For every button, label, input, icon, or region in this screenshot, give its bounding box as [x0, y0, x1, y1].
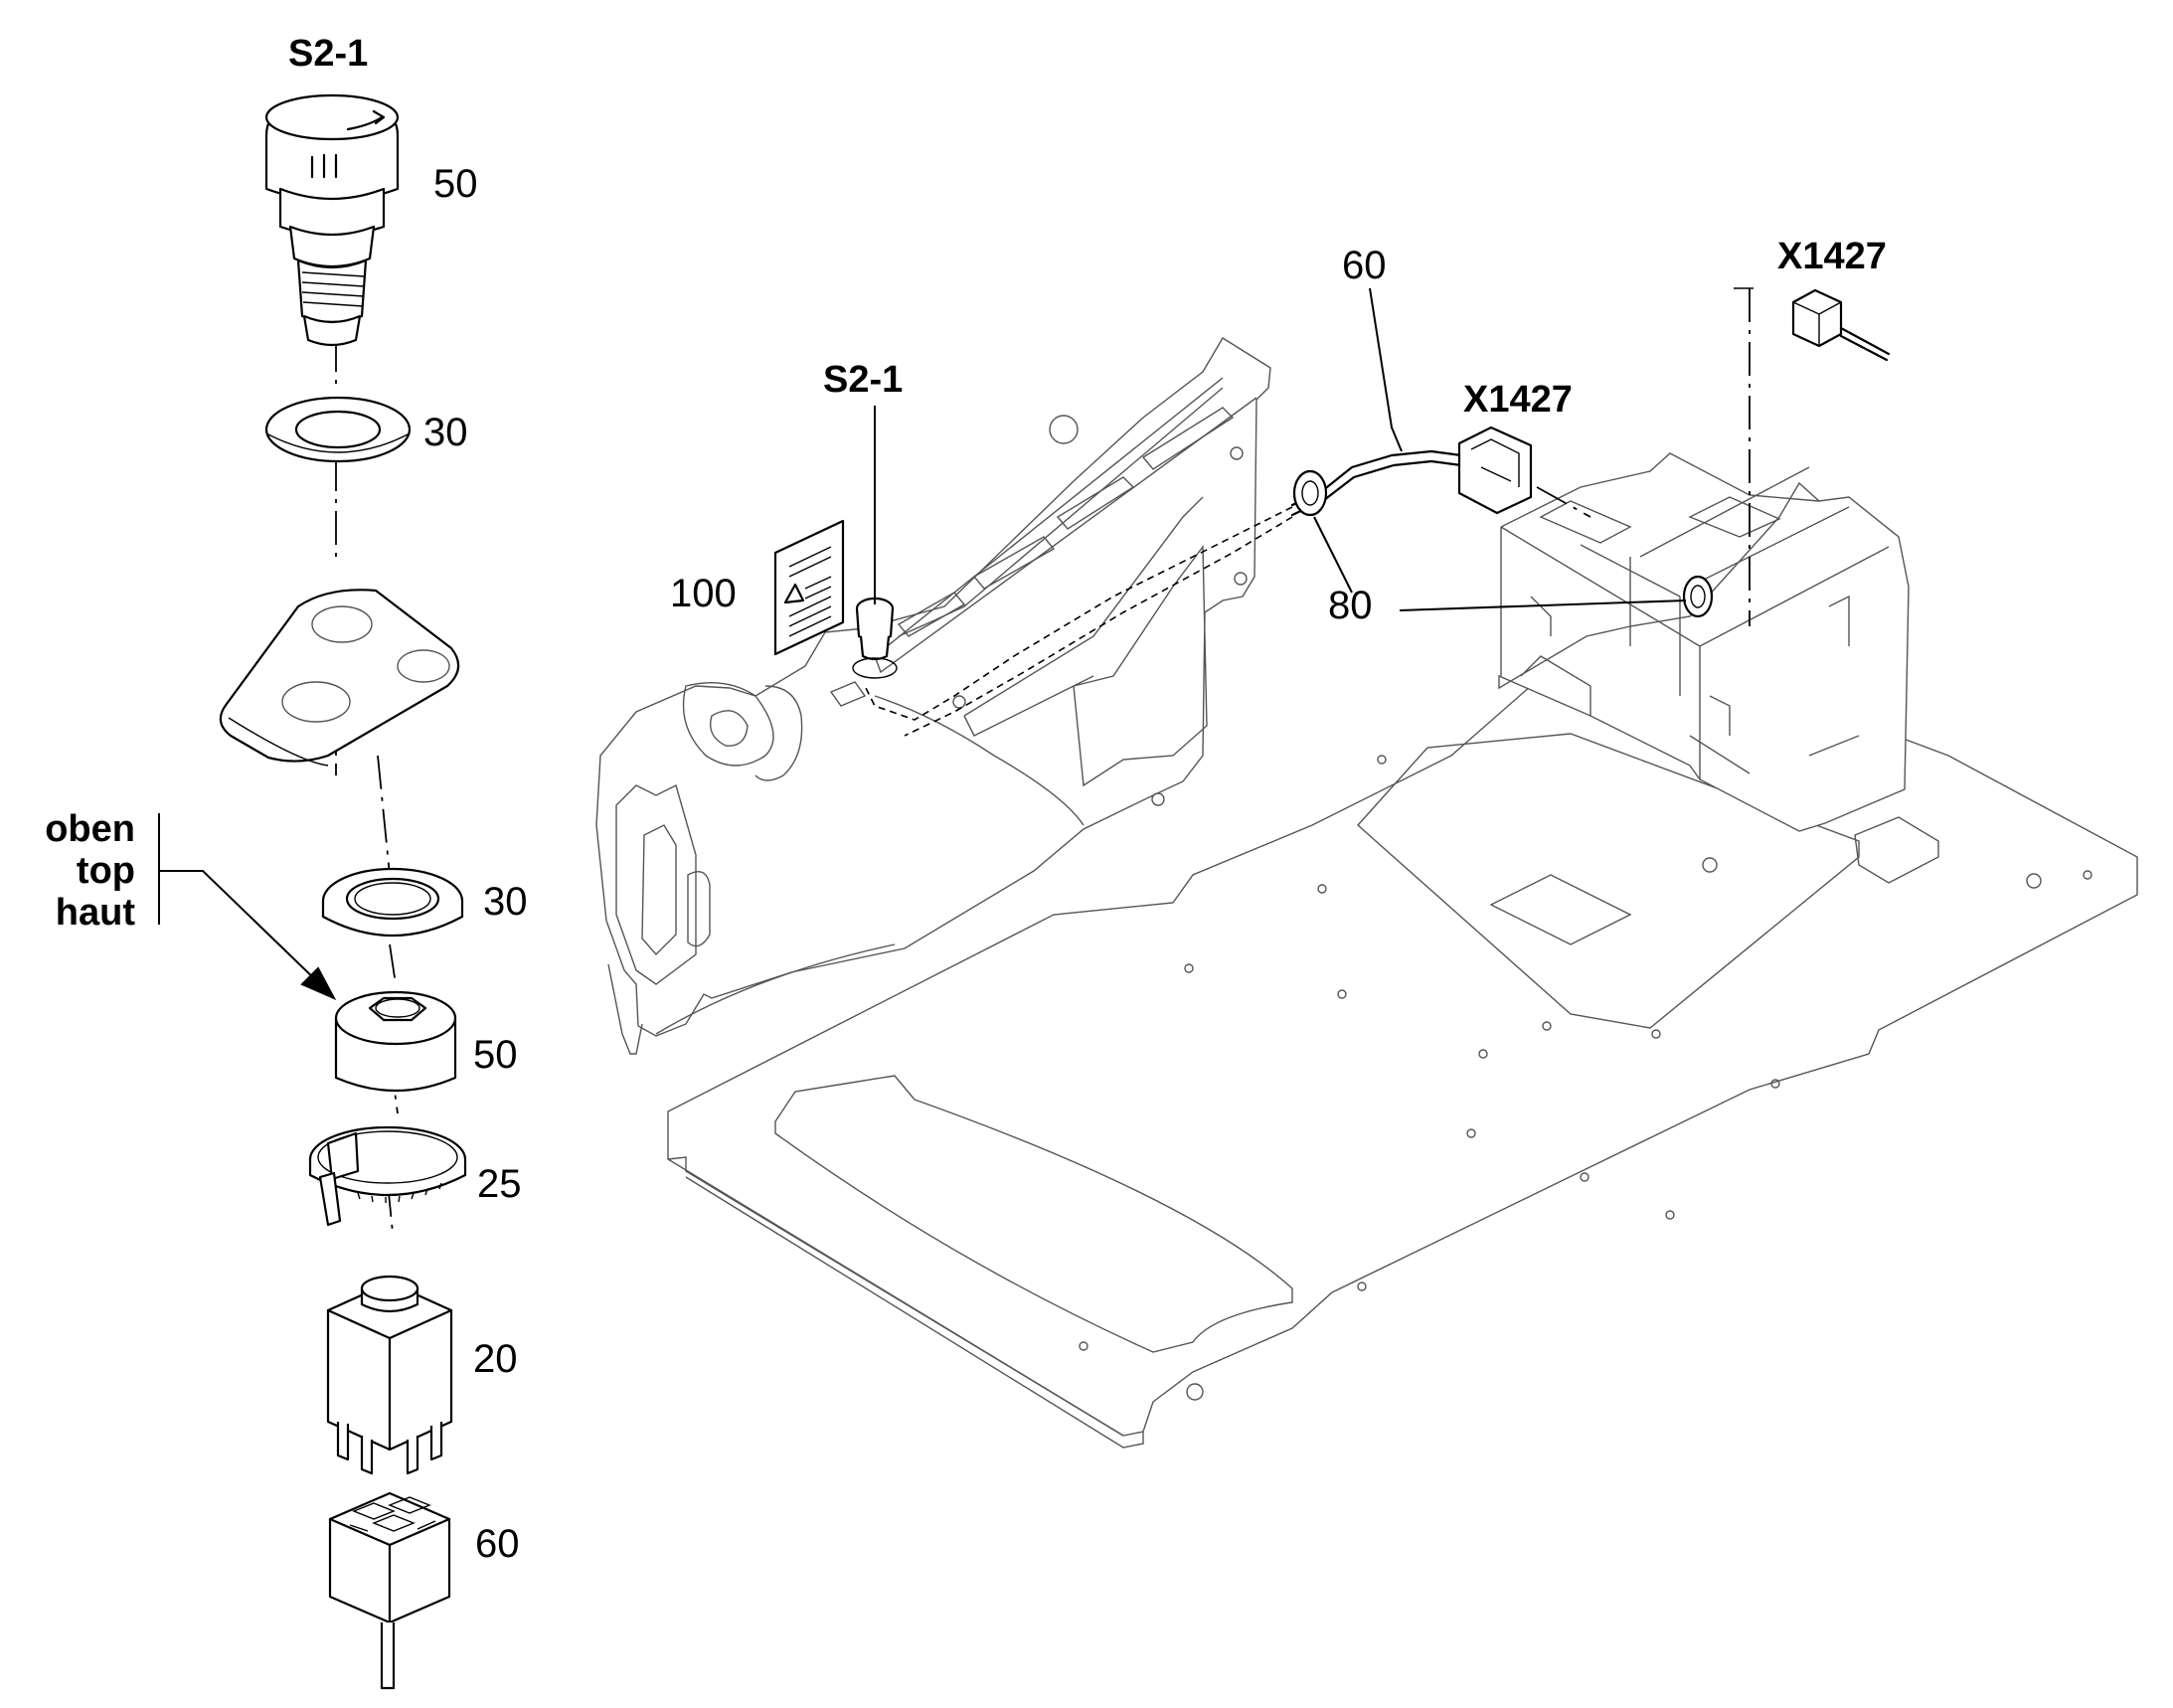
label-orientation-oben: oben	[45, 808, 135, 850]
cable-connector	[1457, 426, 1533, 515]
connector-axis	[1536, 486, 1591, 518]
floor-cutout-step	[1489, 874, 1632, 945]
clamp-band-part	[308, 1125, 467, 1227]
label-part-100: 100	[670, 572, 737, 615]
label-part-30-top: 30	[423, 411, 468, 454]
chassis-assembly	[595, 287, 2138, 1449]
grommet-80-leader-1	[1313, 516, 1353, 594]
collar-nut-part	[334, 990, 457, 1093]
loose-connector	[1791, 288, 1891, 362]
floor-cutout-right	[1357, 733, 1860, 1029]
battery-box	[1498, 452, 1910, 832]
grommet-80-leader-2	[1399, 599, 1687, 611]
push-knob-part	[264, 93, 400, 347]
label-part-30-mid: 30	[483, 880, 528, 924]
hidden-cable-route	[864, 506, 1293, 721]
orientation-arrowhead	[300, 966, 337, 1001]
cover-plate-part	[219, 589, 460, 767]
label-part-25: 25	[477, 1162, 522, 1206]
label-s21-top: S2-1	[288, 33, 368, 75]
cable-harness	[1290, 426, 1591, 518]
switch-block-part	[326, 1275, 453, 1475]
warning-label-sticker	[773, 519, 845, 656]
label-orientation-haut: haut	[56, 892, 136, 934]
ring-nut-part	[321, 867, 464, 937]
label-part-50-mid: 50	[473, 1033, 518, 1077]
label-part-80: 80	[1328, 584, 1373, 627]
orientation-arrow-line	[159, 870, 321, 985]
label-part-50-top: 50	[433, 162, 478, 206]
box-grommet	[1682, 575, 1714, 618]
label-x1427-cable: X1427	[1463, 379, 1573, 421]
washer-top-part	[264, 396, 412, 463]
connector-part	[328, 1491, 451, 1690]
label-orientation-top: top	[77, 850, 135, 892]
mounted-switch	[852, 597, 898, 679]
cable-60-leader	[1369, 287, 1403, 452]
callout-labels: S2-1 50 30 oben top haut 30 50 25 20 60 …	[45, 33, 1887, 1566]
label-part-60-left: 60	[475, 1522, 520, 1566]
label-part-60-cable: 60	[1342, 244, 1387, 287]
floor-slot	[1854, 816, 1939, 884]
grommet-80	[1292, 469, 1328, 517]
floor-plate-edge	[667, 1156, 1144, 1449]
floor-cutout-left	[774, 1075, 1293, 1353]
label-part-20: 20	[473, 1337, 518, 1381]
base-floor-plate	[667, 625, 2138, 1437]
exploded-switch-stack	[158, 93, 467, 1690]
hidden-cable-route-2	[904, 516, 1293, 737]
label-s21-main: S2-1	[823, 359, 903, 401]
label-x1427-right: X1427	[1777, 236, 1887, 277]
